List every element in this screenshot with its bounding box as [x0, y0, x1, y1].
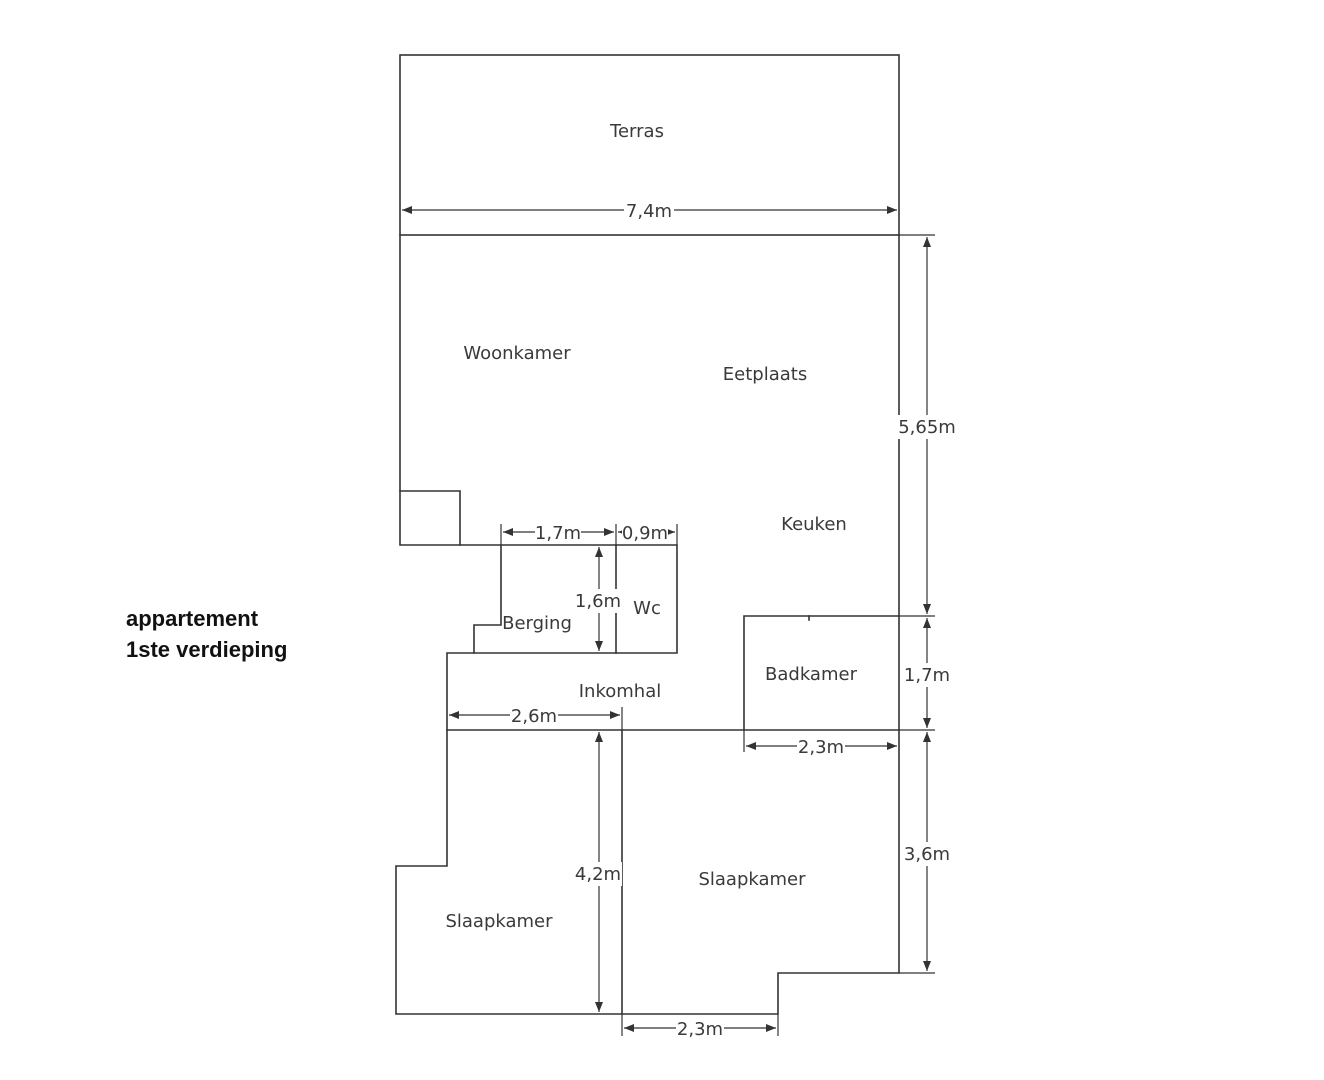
room-label-berging: Berging	[502, 613, 572, 634]
plan-caption: appartement 1ste verdieping	[126, 603, 287, 665]
dim-label-wc-width: 0,9m	[622, 523, 668, 544]
dimension-labels: 7,4m 5,65m 1,7m 0,9m 1,6m 1,7m 2,6m 2,3m…	[511, 201, 956, 1040]
room-label-slaapkamer-left: Slaapkamer	[445, 911, 553, 932]
dimension-label-backgrounds	[510, 199, 955, 1039]
dim-label-bath-depth: 1,7m	[904, 665, 950, 686]
living-outline	[395, 234, 900, 1015]
corner-block	[399, 490, 461, 546]
terras-outline	[399, 54, 900, 236]
dim-label-bedroom-depth: 4,2m	[575, 864, 621, 885]
room-labels: Terras Woonkamer Eetplaats Keuken Bergin…	[445, 121, 857, 932]
room-label-terras: Terras	[609, 121, 664, 142]
room-label-wc: Wc	[633, 598, 661, 619]
room-label-inkomhal: Inkomhal	[579, 681, 662, 702]
dim-label-bath-width: 2,3m	[798, 737, 844, 758]
room-label-eetplaats: Eetplaats	[723, 364, 807, 385]
dim-label-berging-depth: 1,6m	[575, 591, 621, 612]
badkamer-outline	[743, 615, 900, 731]
berging-wc-outline	[473, 544, 678, 654]
dim-label-hall-width: 2,6m	[511, 706, 557, 727]
caption-line-2: 1ste verdieping	[126, 637, 288, 662]
dim-label-terras-width: 7,4m	[626, 201, 672, 222]
caption-line-1: appartement	[126, 606, 259, 631]
dim-label-bedroom-right-depth: 3,6m	[904, 844, 950, 865]
room-label-woonkamer: Woonkamer	[463, 343, 571, 364]
dim-label-notch-width: 2,3m	[677, 1019, 723, 1040]
room-label-badkamer: Badkamer	[765, 664, 858, 685]
walls	[395, 54, 900, 1015]
room-label-slaapkamer-right: Slaapkamer	[698, 869, 806, 890]
dim-label-living-depth: 5,65m	[898, 417, 956, 438]
dim-label-berging-width: 1,7m	[535, 523, 581, 544]
room-label-keuken: Keuken	[781, 514, 847, 535]
